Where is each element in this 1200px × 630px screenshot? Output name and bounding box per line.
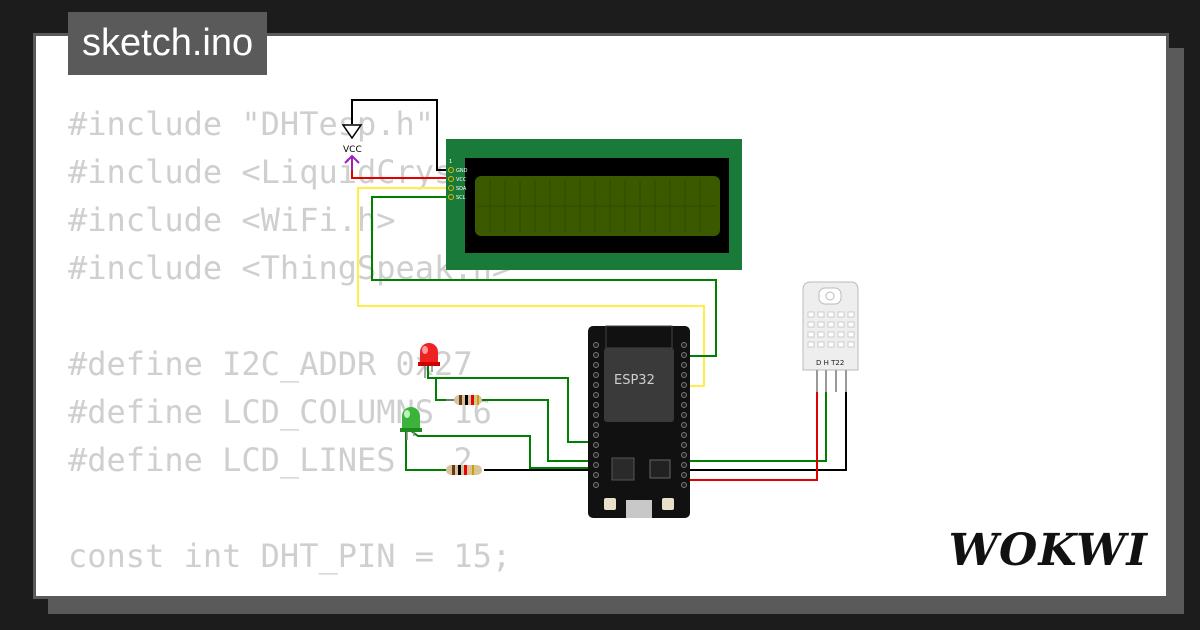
red-led[interactable]	[418, 343, 440, 378]
wokwi-logo: WOKWI	[948, 525, 1148, 576]
vcc-symbol[interactable]: VCC	[341, 99, 452, 171]
lcd-pin-gnd: GND	[456, 168, 468, 174]
vcc-label: VCC	[343, 145, 362, 155]
lcd-pin-sda: SDA	[456, 186, 467, 192]
lcd-pin-scl: SCL	[456, 195, 466, 201]
dht22-sensor[interactable]: D H T22	[802, 281, 859, 392]
esp32-board[interactable]: ESP32	[588, 325, 690, 518]
resistor-1[interactable]	[446, 395, 482, 405]
code-line: #include <WiFi.h>	[68, 201, 396, 239]
wires	[351, 170, 847, 481]
lcd-pin-vcc: VCC	[456, 177, 467, 183]
green-led[interactable]	[400, 407, 422, 440]
lcd-pin-number: 1	[449, 159, 452, 165]
lcd-character-grid	[478, 180, 716, 232]
dht22-label: D H T22	[816, 359, 844, 367]
resistor-2[interactable]	[446, 465, 482, 475]
esp32-label: ESP32	[614, 373, 655, 388]
file-tab[interactable]: sketch.ino	[68, 12, 268, 75]
lcd-display[interactable]: 1 GND VCC SDA SCL	[446, 139, 742, 270]
code-line: const int DHT_PIN = 15;	[68, 537, 512, 575]
code-line: #include "DHTesp.h"	[68, 105, 435, 143]
code-line: #define LCD_LINES 2	[68, 441, 473, 479]
code-line: #define LCD_COLUMNS 16	[68, 393, 492, 431]
